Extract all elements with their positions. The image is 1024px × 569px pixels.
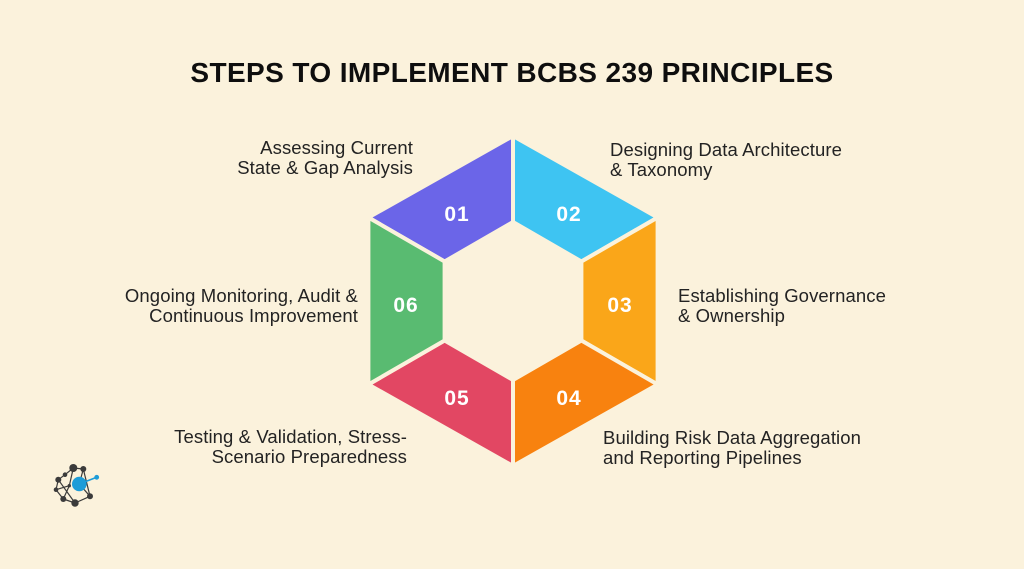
hexagon-segment-06 [366,214,447,388]
step-label-05-line1: Testing & Validation, Stress- [174,426,407,447]
step-label-05-line2: Scenario Preparedness [211,446,407,467]
step-number-02: 02 [556,203,581,226]
logo-dark-nodes [53,464,93,507]
step-label-02: Designing Data Architecture & Taxonomy [610,140,842,180]
step-label-02-line2: & Taxonomy [610,159,713,180]
step-number-01: 01 [444,203,469,226]
step-number-06: 06 [393,294,418,317]
step-number-04: 04 [556,387,581,410]
page-title: STEPS TO IMPLEMENT BCBS 239 PRINCIPLES [190,57,834,88]
step-label-03: Establishing Governance & Ownership [678,286,886,326]
step-label-01-line2: State & Gap Analysis [237,157,413,178]
step-label-06-line1: Ongoing Monitoring, Audit & [124,285,358,306]
step-label-01-line1: Assessing Current [260,137,413,158]
step-number-05: 05 [444,387,469,410]
logo-accent-nodes [72,474,100,492]
step-label-04-line1: Building Risk Data Aggregation [603,427,862,448]
step-number-03: 03 [607,294,632,317]
step-label-04-line2: and Reporting Pipelines [603,447,802,468]
step-label-03-line2: & Ownership [678,305,786,326]
step-label-05: Testing & Validation, Stress- Scenario P… [174,427,407,467]
step-label-02-line1: Designing Data Architecture [610,139,843,160]
network-graph-logo-icon [53,464,100,507]
step-label-04: Building Risk Data Aggregation and Repor… [603,428,861,468]
step-label-06: Ongoing Monitoring, Audit & Continuous I… [125,286,358,326]
step-label-06-line2: Continuous Improvement [149,305,358,326]
step-label-03-line1: Establishing Governance [678,285,886,306]
step-label-01: Assessing Current State & Gap Analysis [237,138,413,178]
